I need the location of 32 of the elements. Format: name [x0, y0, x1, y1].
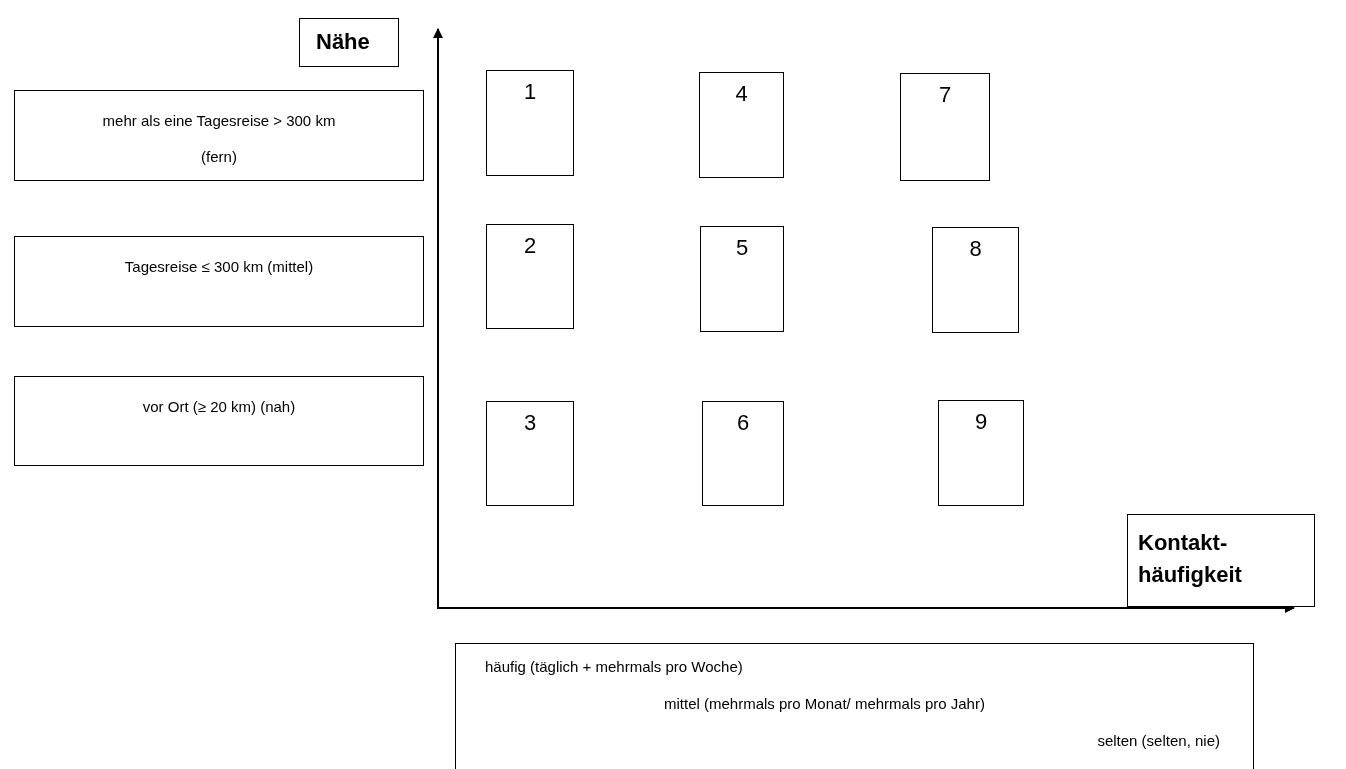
matrix-cell [486, 70, 574, 176]
category-box [14, 376, 424, 466]
matrix-cell [486, 224, 574, 329]
cell-number: 3 [522, 410, 538, 436]
matrix-cell [700, 226, 784, 332]
cell-number: 2 [522, 233, 538, 259]
category-box [455, 643, 1254, 769]
matrix-cell [932, 227, 1019, 333]
cell-number: 9 [973, 409, 989, 435]
axis-title: Kontakt- häufigkeit [1138, 529, 1243, 589]
axis-title-box [1127, 514, 1315, 607]
category-label: mehr als eine Tagesreise > 300 km (fern) [101, 111, 337, 167]
cell-number: 7 [937, 82, 953, 108]
cell-number: 8 [968, 236, 983, 262]
cell-number: 6 [735, 410, 751, 436]
category-box [14, 236, 424, 327]
matrix-cell [699, 72, 784, 178]
matrix-cell [938, 400, 1024, 506]
cell-number: 1 [522, 79, 538, 105]
matrix-cell [702, 401, 784, 506]
axis-title: Nähe [316, 29, 370, 55]
axis-title-box [299, 18, 399, 67]
category-label: vor Ort (≥ 20 km) (nah) [141, 397, 297, 417]
cell-number: 4 [734, 81, 749, 107]
category-box [14, 90, 424, 181]
category-label: häufig (täglich + mehrmals pro Woche) [485, 658, 743, 675]
category-label: selten (selten, nie) [1097, 732, 1220, 749]
category-label: Tagesreise ≤ 300 km (mittel) [123, 257, 315, 277]
category-label: mittel (mehrmals pro Monat/ mehrmals pro Jahr) [664, 695, 985, 712]
cell-number: 5 [734, 235, 750, 261]
matrix-cell [486, 401, 574, 506]
matrix-cell [900, 73, 990, 181]
